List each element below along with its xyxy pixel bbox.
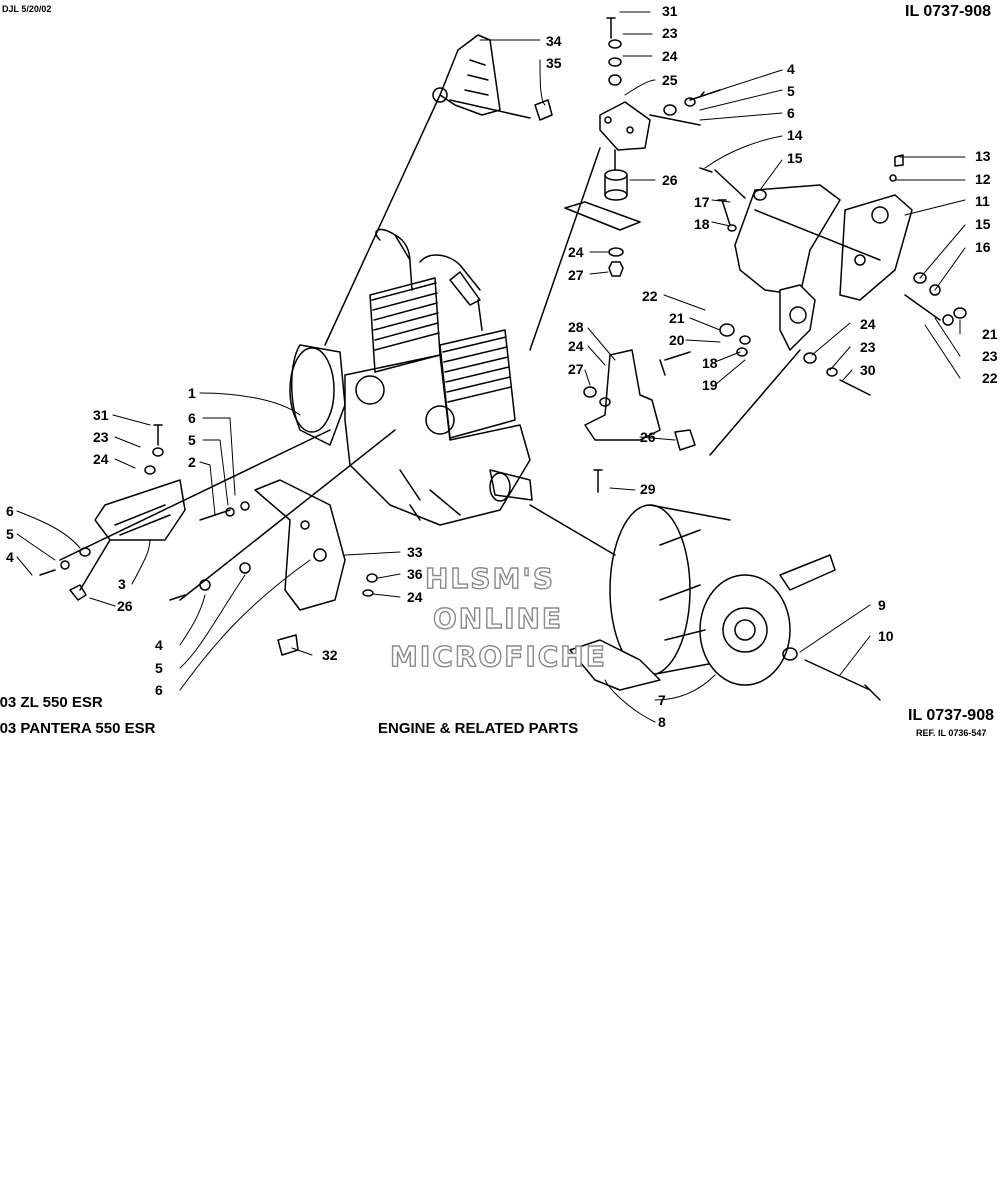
callout-2: 2 [188,454,196,470]
model-line-1: '03 ZL 550 ESR [0,694,103,711]
right-engine-bracket [659,154,967,456]
callout-6: 6 [6,503,14,519]
callout-5: 5 [787,83,795,99]
callout-30: 30 [860,362,876,378]
callout-23: 23 [982,348,998,364]
callout-22: 22 [642,288,658,304]
callout-27: 27 [568,361,584,377]
callout-24: 24 [568,244,584,260]
callout-23: 23 [93,429,109,445]
callout-9: 9 [878,597,886,613]
callout-23: 23 [662,25,678,41]
callout-29: 29 [640,481,656,497]
callout-24: 24 [860,316,876,332]
callout-34: 34 [546,33,562,49]
callout-10: 10 [878,628,894,644]
callout-4: 4 [155,637,163,653]
callout-26: 26 [117,598,133,614]
callout-31: 31 [93,407,109,423]
middle-bracket-28 [583,349,696,493]
callout-15: 15 [787,150,803,166]
callout-36: 36 [407,566,423,582]
callout-24: 24 [93,451,109,467]
callout-6: 6 [188,410,196,426]
callout-25: 25 [662,72,678,88]
callout-26: 26 [640,429,656,445]
upper-mount-stack [529,17,651,351]
diagram-title: ENGINE & RELATED PARTS [378,720,579,737]
callout-18: 18 [702,355,718,371]
callout-21: 21 [669,310,685,326]
callout-11: 11 [975,193,990,209]
drive-clutch-assembly [529,504,881,701]
callout-7: 7 [658,692,666,708]
callout-22: 22 [982,370,998,386]
callout-31: 31 [662,3,678,19]
callout-26: 26 [662,172,678,188]
callout-5: 5 [155,660,163,676]
callout-24: 24 [407,589,423,605]
left-mount-3 [39,424,331,601]
callout-8: 8 [658,714,666,730]
callout-15: 15 [975,216,991,232]
callout-14: 14 [787,127,803,143]
watermark-line-2: ONLINE [432,601,564,635]
callout-35: 35 [546,55,562,71]
illustration-number-top: IL 0737-908 [905,3,991,20]
callout-13: 13 [975,148,991,164]
callout-3: 3 [118,576,126,592]
callout-24: 24 [662,48,678,64]
callout-28: 28 [568,319,584,335]
callout-19: 19 [702,377,718,393]
callout-4: 4 [787,61,795,77]
callout-21: 21 [982,326,998,342]
callout-27: 27 [568,267,584,283]
callout-1: 1 [188,385,196,401]
watermark-line-1: HLSM'S [424,561,556,595]
watermark-line-3: MICROFICHE [389,639,607,673]
callout-17: 17 [694,194,710,210]
exhaust-manifold-34 [324,34,553,346]
callout-24: 24 [568,338,584,354]
callout-12: 12 [975,171,991,187]
callout-6: 6 [155,682,163,698]
center-bracket-33 [169,429,396,656]
upper-right-bolt [649,89,721,126]
callout-5: 5 [6,526,14,542]
reference-number: REF. IL 0736-547 [916,728,987,738]
callout-leaders [16,11,966,723]
date-code: DJL 5/20/02 [2,4,52,14]
callout-23: 23 [860,339,876,355]
callout-5: 5 [188,432,196,448]
callout-4: 4 [6,549,14,565]
callout-20: 20 [669,332,685,348]
callout-18: 18 [694,216,710,232]
callout-33: 33 [407,544,423,560]
callout-16: 16 [975,239,991,255]
illustration-number-bottom: IL 0737-908 [908,707,994,724]
callout-6: 6 [787,105,795,121]
model-line-2: '03 PANTERA 550 ESR [0,720,156,737]
callout-32: 32 [322,647,338,663]
engine-assembly [289,228,533,526]
